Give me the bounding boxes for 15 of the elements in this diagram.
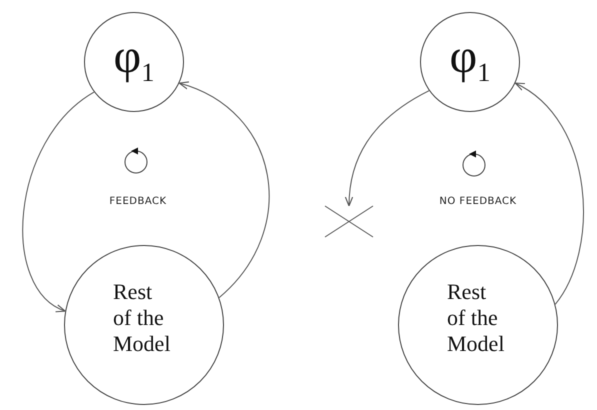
variable-label: φ$_{1}$ <box>450 32 490 86</box>
node-label: Rest of the Model <box>113 279 172 357</box>
circle-node <box>64 245 224 405</box>
variable-label: φ$_{1}$ <box>114 32 154 86</box>
arrow <box>345 90 430 207</box>
circle-node <box>84 12 184 112</box>
arrow <box>22 92 95 312</box>
caption-label: FEEDBACK <box>109 196 167 207</box>
circle-node <box>420 12 520 112</box>
node-label: Rest of the Model <box>447 279 506 357</box>
cross-mark <box>325 206 373 237</box>
circle-node <box>398 245 558 405</box>
caption-label: NO FEEDBACK <box>439 196 517 207</box>
arrow <box>178 82 270 298</box>
arrow <box>514 82 584 305</box>
